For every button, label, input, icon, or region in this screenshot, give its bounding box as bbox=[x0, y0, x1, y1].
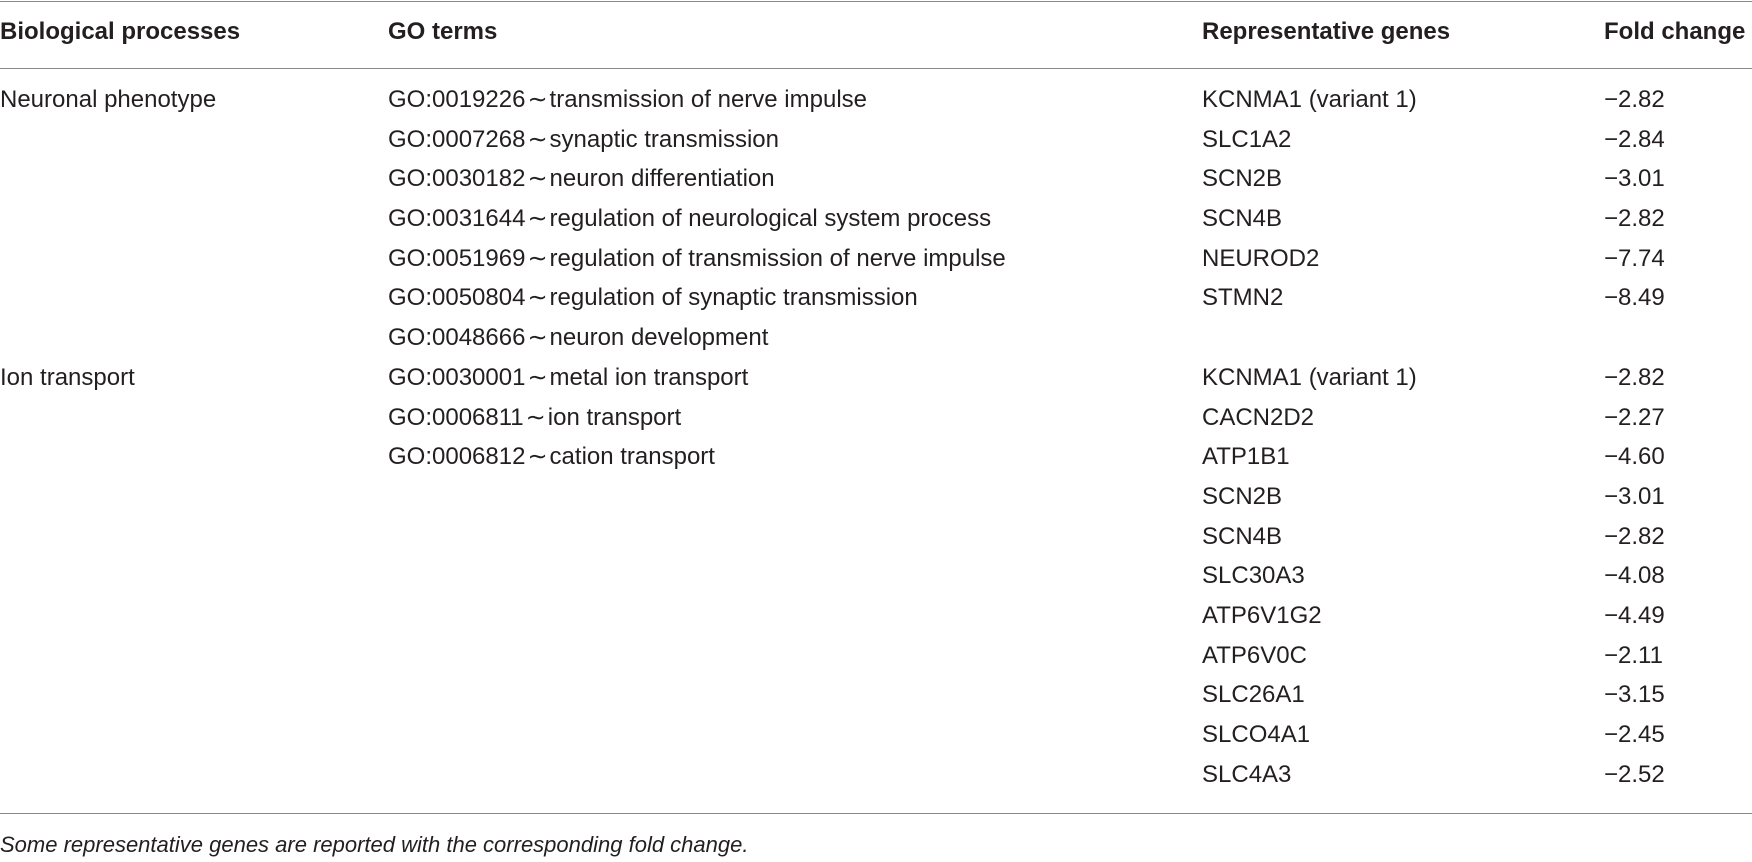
go-term-item: GO:0006812∼cation transport bbox=[388, 443, 715, 471]
gene-cell bbox=[1202, 318, 1417, 358]
gene-cell: KCNMA1 (variant 1) bbox=[1202, 86, 1417, 113]
table-bottom-rule bbox=[0, 813, 1752, 814]
fold-change-cell: −2.84 bbox=[1604, 125, 1665, 153]
fold-change-cell: −2.52 bbox=[1604, 760, 1665, 788]
go-term-item: GO:0007268∼synaptic transmission bbox=[388, 125, 779, 153]
gene-cell: SLC30A3 bbox=[1202, 562, 1305, 590]
gene-cell: SLC26A1 bbox=[1202, 681, 1305, 709]
fold-change-column: −2.82 −2.84 −3.01 −2.82 −7.74 −8.49 −2.8… bbox=[1604, 80, 1665, 794]
gene-cell: SCN2B bbox=[1202, 165, 1283, 193]
fold-change-cell: −4.60 bbox=[1604, 443, 1665, 471]
fold-change-cell: −2.27 bbox=[1604, 403, 1665, 431]
go-term-item: GO:0048666∼neuron development bbox=[388, 324, 769, 352]
gene-cell: ATP1B1 bbox=[1202, 443, 1290, 471]
representative-genes-column: KCNMA1 (variant 1) SLC1A2 SCN2B SCN4B NE… bbox=[1202, 80, 1417, 794]
fold-change-cell: −2.82 bbox=[1604, 363, 1665, 391]
table-cell bbox=[0, 239, 216, 279]
table-cell bbox=[0, 159, 216, 199]
table-cell bbox=[0, 120, 216, 160]
gene-cell: SCN2B bbox=[1202, 482, 1283, 510]
table-cell: Ion transport bbox=[0, 363, 135, 391]
table-cell: Neuronal phenotype bbox=[0, 86, 217, 113]
fold-change-cell: −2.11 bbox=[1604, 641, 1663, 669]
gene-cell: ATP6V1G2 bbox=[1202, 601, 1322, 629]
fold-change-cell: −3.01 bbox=[1604, 482, 1665, 510]
gene-cell: SCN4B bbox=[1202, 522, 1283, 550]
gene-cell: ATP6V0C bbox=[1202, 641, 1307, 669]
gene-cell: STMN2 bbox=[1202, 284, 1284, 312]
table-header-rule bbox=[0, 68, 1752, 69]
gene-cell: SLC1A2 bbox=[1202, 125, 1292, 153]
fold-change-cell: −3.01 bbox=[1604, 165, 1665, 193]
go-terms-column: GO:0019226∼transmission of nerve impulse… bbox=[388, 80, 1006, 477]
header-representative-genes: Representative genes bbox=[1202, 18, 1451, 45]
go-term-item: GO:0030001∼metal ion transport bbox=[388, 363, 749, 391]
fold-change-cell: −2.82 bbox=[1604, 205, 1665, 233]
table-cell bbox=[0, 199, 216, 239]
gene-cell: SLCO4A1 bbox=[1202, 721, 1311, 748]
fold-change-cell: −2.82 bbox=[1604, 522, 1665, 550]
biological-processes-column: Neuronal phenotype Ion transport bbox=[0, 80, 216, 398]
header-biological-processes: Biological processes bbox=[0, 18, 241, 45]
table-top-rule bbox=[0, 1, 1752, 2]
header-fold-change: Fold change bbox=[1604, 18, 1746, 45]
fold-change-cell: −8.49 bbox=[1604, 284, 1665, 312]
fold-change-cell: −4.49 bbox=[1604, 601, 1665, 629]
fold-change-cell: −2.82 bbox=[1604, 86, 1665, 113]
go-term-item: GO:0050804∼regulation of synaptic transm… bbox=[388, 284, 918, 312]
go-term-item: GO:0031644∼regulation of neurological sy… bbox=[388, 205, 992, 233]
go-term-item: GO:0051969∼regulation of transmission of… bbox=[388, 244, 1006, 272]
gene-cell: KCNMA1 (variant 1) bbox=[1202, 363, 1417, 391]
fold-change-cell: −2.45 bbox=[1604, 721, 1665, 748]
gene-cell: SLC4A3 bbox=[1202, 760, 1292, 788]
fold-change-cell: −4.08 bbox=[1604, 562, 1665, 590]
fold-change-cell bbox=[1604, 318, 1665, 358]
gene-cell: CACN2D2 bbox=[1202, 403, 1315, 431]
header-go-terms: GO terms bbox=[388, 18, 498, 45]
fold-change-cell: −7.74 bbox=[1604, 244, 1665, 272]
go-term-item: GO:0006811∼ion transport bbox=[388, 403, 682, 431]
gene-cell: SCN4B bbox=[1202, 205, 1283, 233]
fold-change-cell: −3.15 bbox=[1604, 681, 1665, 709]
table-footnote: Some representative genes are reported w… bbox=[0, 832, 749, 857]
table-cell bbox=[0, 318, 216, 358]
go-term-item: GO:0030182∼neuron differentiation bbox=[388, 165, 775, 193]
go-term-item: GO:0019226∼transmission of nerve impulse bbox=[388, 86, 868, 113]
table-cell bbox=[0, 278, 216, 318]
gene-cell: NEUROD2 bbox=[1202, 244, 1320, 272]
